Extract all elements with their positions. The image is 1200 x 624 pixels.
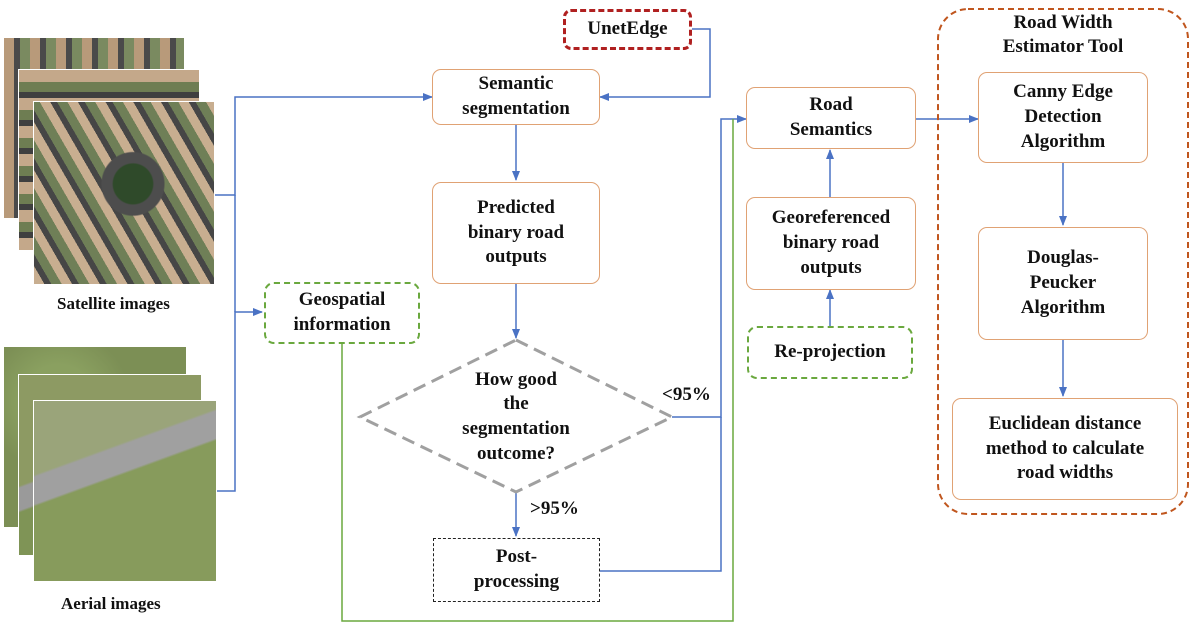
arrow-satellite-to-segmentation: [215, 93, 433, 196]
canny-edge-detection-box: Canny Edge Detection Algorithm: [978, 72, 1148, 163]
predicted-binary-road-outputs-box: Predicted binary road outputs: [432, 182, 600, 284]
aerial-image: [33, 400, 217, 582]
arrow-postprocessing-to-road-semantics: [600, 417, 722, 572]
edge-label-above-95: >95%: [530, 498, 579, 519]
euclidean-distance-box: Euclidean distance method to calculate r…: [952, 398, 1178, 500]
tool-title: Road Width Estimator Tool: [1002, 12, 1124, 57]
arrow-unetedge-to-segmentation: [599, 28, 711, 101]
semantic-segmentation-box: Semantic segmentation: [432, 69, 600, 125]
reprojection-box: Re-projection: [747, 326, 913, 379]
satellite-image: [33, 101, 215, 285]
decision-text: How good the segmentation outcome?: [462, 368, 570, 464]
arrow-decision-to-road-semantics: [672, 115, 747, 418]
road-width-estimator-tool-container: [937, 8, 1189, 515]
decision-diamond: [356, 338, 676, 494]
douglas-peucker-box: Douglas- Peucker Algorithm: [978, 227, 1148, 340]
edge-label-below-95: <95%: [662, 384, 711, 405]
satellite-images-caption: Satellite images: [57, 294, 170, 313]
link-geospatial-to-road-semantics: [341, 119, 734, 622]
unetedge-box: UnetEdge: [563, 9, 692, 50]
aerial-images-caption: Aerial images: [61, 594, 161, 613]
post-processing-box: Post- processing: [433, 538, 600, 602]
arrow-aerial-to-geospatial: [215, 308, 263, 492]
georeferenced-binary-road-outputs-box: Georeferenced binary road outputs: [746, 197, 916, 290]
road-semantics-box: Road Semantics: [746, 87, 916, 149]
geospatial-information-box: Geospatial information: [264, 282, 420, 344]
